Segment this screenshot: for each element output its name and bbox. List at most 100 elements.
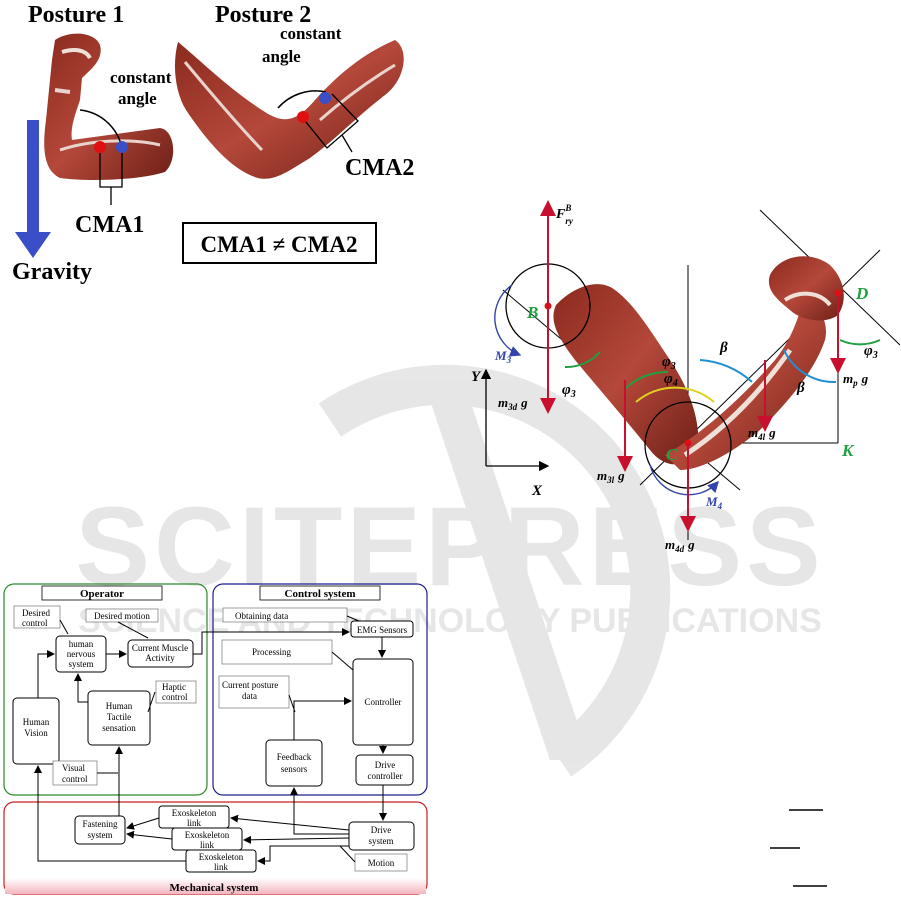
inequality-box — [182, 222, 377, 264]
cma1-blue-dot — [116, 141, 128, 153]
phi4-label: φ4 — [664, 371, 678, 389]
svg-text:Controller: Controller — [365, 697, 402, 707]
svg-text:human: human — [69, 639, 94, 649]
moment-m4-arc — [649, 464, 719, 496]
watermark-text: SCITEPRESS — [75, 484, 825, 609]
control-system-title: Control system — [285, 588, 356, 600]
block-diagram: Operator Control system Mechanical syste… — [3, 583, 428, 895]
svg-text:Activity: Activity — [145, 653, 175, 663]
svg-text:link: link — [214, 862, 229, 872]
point-c-label: C — [666, 445, 678, 464]
svg-text:Exoskeleton: Exoskeleton — [172, 808, 217, 818]
upper-arm-shape — [553, 284, 699, 465]
beta-arc-2 — [783, 349, 837, 384]
svg-text:Tactile: Tactile — [107, 712, 131, 722]
fist-shape — [768, 256, 844, 321]
svg-text:Desired: Desired — [22, 608, 50, 618]
svg-text:system: system — [87, 830, 112, 840]
equation-fragments — [770, 809, 827, 887]
phi3-label-c: φ3 — [662, 354, 676, 372]
svg-text:Human: Human — [23, 717, 50, 727]
inequality-text: CMA1 ≠ CMA2 — [201, 232, 358, 257]
phi3-label-b: φ3 — [562, 382, 576, 400]
svg-text:controller: controller — [368, 771, 403, 781]
svg-text:Feedback: Feedback — [277, 752, 312, 762]
svg-text:sensors: sensors — [281, 764, 308, 774]
constant-angle-1-line2: angle — [118, 89, 157, 108]
arm-1-illustration — [44, 33, 174, 181]
svg-text:system: system — [368, 836, 393, 846]
svg-text:control: control — [62, 774, 88, 784]
cma1-red-dot — [94, 141, 106, 153]
svg-text:Current posture: Current posture — [222, 680, 278, 690]
operator-title: Operator — [80, 588, 124, 600]
arm-2-illustration — [174, 40, 404, 179]
svg-text:Exoskeleton: Exoskeleton — [185, 830, 230, 840]
svg-text:Obtaining data: Obtaining data — [235, 611, 288, 621]
feedback-block — [265, 739, 323, 787]
gravity-arrow-shaft — [27, 120, 39, 235]
angle-arc-2 — [277, 90, 327, 109]
svg-text:Motion: Motion — [368, 858, 395, 868]
svg-text:Drive: Drive — [375, 760, 396, 770]
posture-panel: Posture 1 Posture 2 constant angle CMA1 … — [12, 2, 414, 285]
svg-text:nervous: nervous — [67, 649, 96, 659]
svg-text:Fastening: Fastening — [83, 819, 118, 829]
cma2-red-dot — [297, 111, 309, 123]
cma2-label: CMA2 — [345, 155, 414, 181]
axis-x-label: X — [531, 483, 543, 499]
svg-text:link: link — [187, 818, 202, 828]
beta-label-1: β — [719, 340, 728, 356]
svg-text:Vision: Vision — [24, 728, 48, 738]
svg-text:Human: Human — [106, 701, 133, 711]
point-b-label: B — [526, 303, 538, 322]
drive-controller-block — [355, 754, 414, 786]
arm-model-panel: Y X — [471, 200, 901, 554]
constant-angle-2-line2: angle — [262, 47, 301, 66]
watermark-subtext: SCIENCE AND TECHNOLOGY PUBLICATIONS — [78, 602, 822, 640]
svg-text:system: system — [68, 659, 93, 669]
phi3-label-d: φ3 — [864, 343, 878, 361]
axis-y-label: Y — [471, 369, 482, 385]
svg-text:control: control — [22, 618, 48, 628]
point-k-label: K — [841, 441, 855, 460]
svg-text:Haptic: Haptic — [162, 682, 186, 692]
tactile-block — [87, 690, 151, 746]
drive-system-block — [348, 821, 415, 851]
svg-text:data: data — [242, 691, 257, 701]
watermark: SCITEPRESS SCIENCE AND TECHNOLOGY PUBLIC… — [75, 364, 825, 777]
svg-text:link: link — [200, 840, 215, 850]
vision-block — [12, 697, 60, 765]
svg-text:Desired motion: Desired motion — [94, 611, 150, 621]
operator-panel — [3, 583, 208, 796]
cma2-blue-dot — [319, 92, 331, 104]
svg-text:Current Muscle: Current Muscle — [132, 643, 188, 653]
moment-m3-arc — [494, 284, 522, 357]
posture-1-title: Posture 1 — [28, 2, 124, 28]
gravity-arrow-head — [15, 232, 51, 258]
svg-text:Exoskeleton: Exoskeleton — [199, 852, 244, 862]
fastening-block — [74, 815, 126, 845]
phi3-arc-d — [839, 339, 881, 346]
cma1-label: CMA1 — [75, 212, 144, 238]
control-system-panel — [212, 583, 428, 796]
svg-text:control: control — [162, 692, 188, 702]
phi3-arc-c — [625, 370, 669, 389]
svg-text:sensation: sensation — [102, 723, 136, 733]
constant-angle-1-line1: constant — [110, 68, 172, 87]
posture-2-title: Posture 2 — [215, 2, 311, 28]
mechanical-title: Mechanical system — [170, 882, 259, 894]
moment-m4-label: M4 — [705, 494, 723, 511]
svg-text:Processing: Processing — [252, 647, 291, 657]
constant-angle-2-line1: constant — [280, 24, 342, 43]
moment-m3-label: M3 — [494, 348, 512, 365]
gravity-label: Gravity — [12, 259, 92, 285]
point-d-label: D — [855, 284, 868, 303]
